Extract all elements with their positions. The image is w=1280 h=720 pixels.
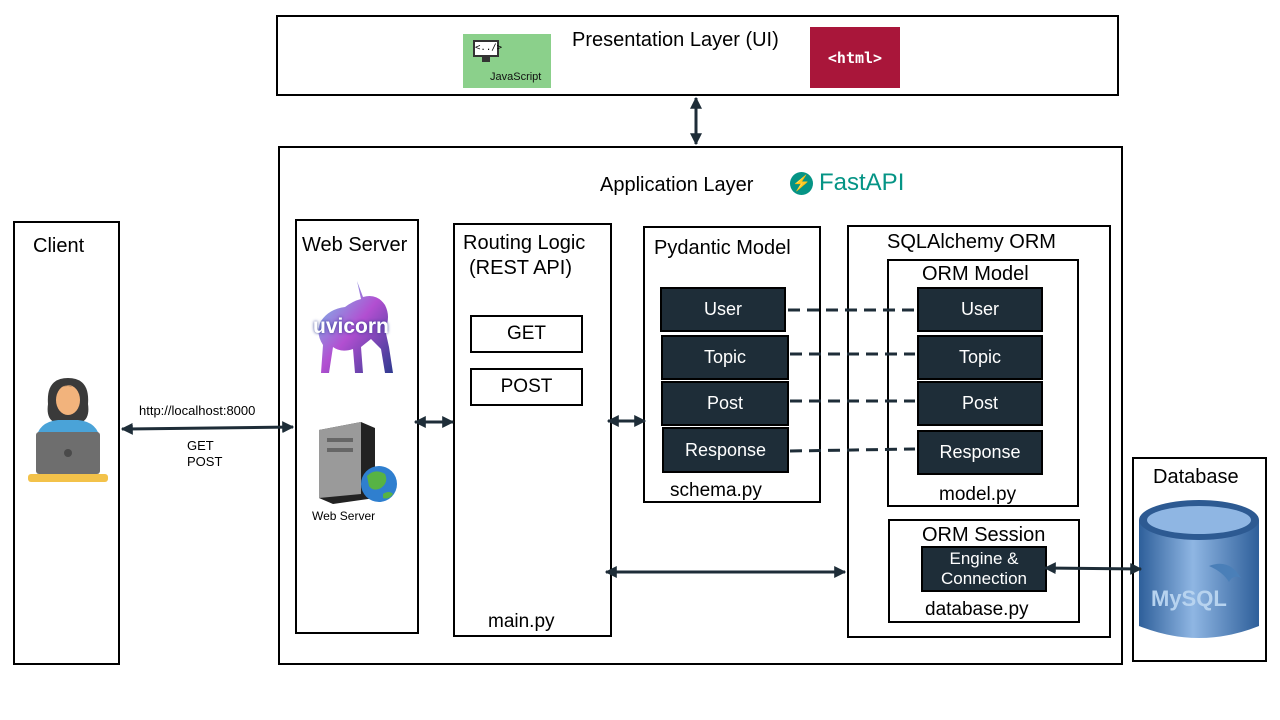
fastapi-logo-text: FastAPI (819, 169, 905, 196)
orm-response: Response (917, 430, 1043, 475)
orm-model-file-label: model.py (939, 484, 1017, 505)
orm-user: User (917, 287, 1043, 332)
orm-topic: Topic (917, 335, 1043, 380)
get-endpoint[interactable]: GET (470, 315, 583, 353)
pydantic-topic: Topic (661, 335, 789, 380)
post-endpoint[interactable]: POST (470, 368, 583, 406)
javascript-logo: <../> JavaScript (463, 34, 551, 88)
response-mapping-line (789, 447, 916, 453)
orm-session-file-label: database.py (925, 599, 1029, 620)
fastapi-logo: ⚡ FastAPI (790, 169, 905, 196)
client-post-label: POST (187, 454, 223, 469)
client-url-label: http://localhost:8000 (139, 403, 256, 418)
uvicorn-logo: uvicorn (311, 277, 407, 375)
presentation-layer (276, 15, 1119, 96)
pydantic-user: User (660, 287, 786, 332)
mysql-logo-text: MySQL (1151, 586, 1227, 611)
sqlalchemy-orm-title: SQLAlchemy ORM (887, 231, 1056, 253)
html-logo: <html> (810, 27, 900, 88)
pydantic-model-title: Pydantic Model (654, 237, 791, 259)
monitor-icon: <../> (473, 40, 502, 57)
orm-model-title: ORM Model (922, 263, 1029, 285)
web-server-icon-caption: Web Server (312, 509, 376, 523)
pydantic-response: Response (662, 427, 789, 473)
uvicorn-logo-text: uvicorn (313, 315, 389, 338)
html-logo-text: <html> (827, 48, 883, 67)
pydantic-file-label: schema.py (670, 480, 762, 501)
routing-file-label: main.py (488, 611, 555, 632)
routing-logic-box (453, 223, 612, 637)
routing-logic-title-line1: Routing Logic (463, 232, 586, 254)
engine-connection: Engine & Connection (921, 546, 1047, 592)
pydantic-post: Post (661, 381, 789, 426)
engine-connection-line2: Connection (940, 569, 1027, 588)
engine-connection-line1: Engine & (949, 549, 1019, 568)
orm-session-title: ORM Session (922, 524, 1046, 546)
database-title: Database (1153, 466, 1239, 488)
orm-post: Post (917, 381, 1043, 426)
user-laptop-icon (28, 378, 108, 482)
lightning-icon: ⚡ (790, 171, 813, 195)
presentation-layer-title: Presentation Layer (UI) (572, 29, 779, 51)
javascript-logo-text: JavaScript (490, 71, 542, 83)
web-server-title: Web Server (302, 234, 408, 256)
unicorn-icon (318, 281, 393, 373)
application-layer-title: Application Layer (600, 174, 754, 196)
client-get-label: GET (187, 438, 214, 453)
monitor-stand-icon (482, 57, 490, 62)
server-icon (319, 422, 397, 504)
client-title: Client (33, 235, 85, 257)
client-webserver-arrow (120, 421, 295, 435)
engine-database-arrow (1043, 562, 1143, 575)
database-cylinder-icon (1139, 500, 1259, 638)
routing-logic-title-line2: (REST API) (469, 257, 572, 279)
